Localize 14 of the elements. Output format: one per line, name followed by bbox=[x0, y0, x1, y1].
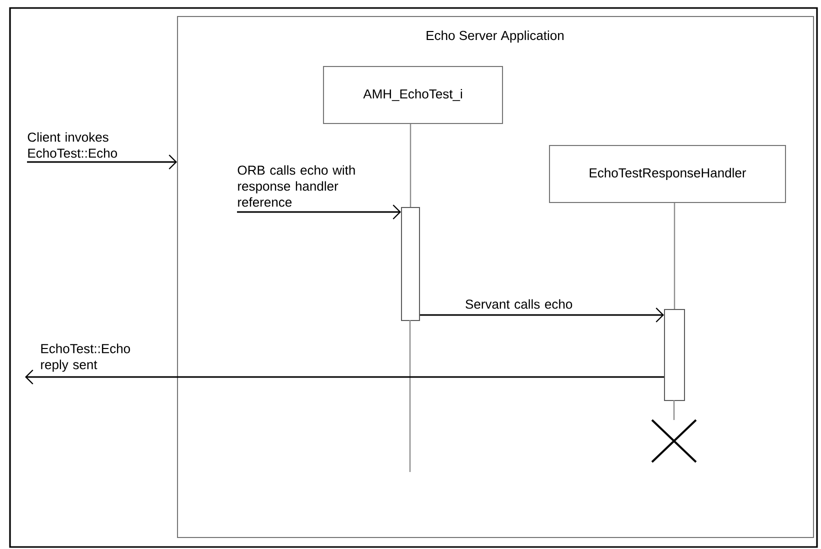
lifeline-box: AMH_EchoTest_i bbox=[323, 66, 503, 124]
activation-bar bbox=[664, 309, 685, 401]
message-arrow bbox=[25, 370, 664, 384]
message-arrow bbox=[237, 204, 401, 220]
edge-label: EchoTest::Echo reply sent bbox=[41, 344, 130, 372]
lifeline bbox=[674, 203, 676, 309]
lifeline-box: EchoTestResponseHandler bbox=[549, 145, 786, 203]
message-arrow bbox=[420, 308, 664, 322]
edge-label: Servant calls echo bbox=[466, 299, 572, 309]
edge-label: ORB calls echo with response handler reference bbox=[238, 165, 355, 207]
lifeline bbox=[410, 124, 412, 207]
activation-bar bbox=[401, 207, 420, 321]
message-arrow bbox=[27, 154, 177, 170]
edge-label: Client invokes EchoTest::Echo bbox=[28, 132, 117, 158]
